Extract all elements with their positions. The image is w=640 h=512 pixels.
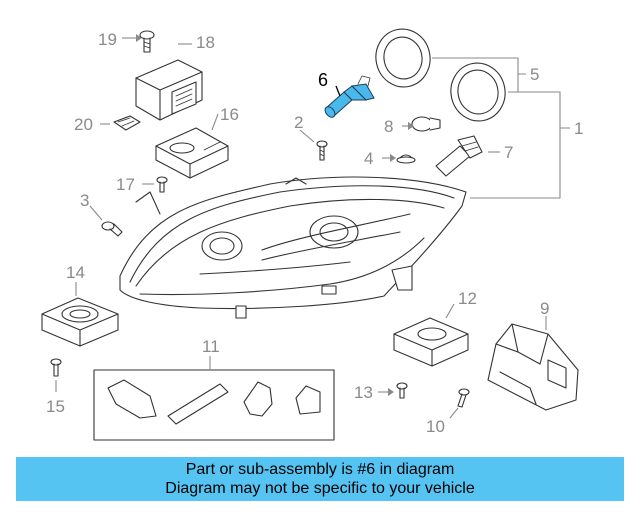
headlamp-assembly bbox=[119, 176, 467, 319]
part-14-control-unit bbox=[41, 297, 119, 347]
part-17-screw bbox=[156, 176, 168, 193]
part-3-screw bbox=[101, 221, 123, 237]
part-19-screw bbox=[139, 30, 155, 53]
leader-2 bbox=[299, 129, 315, 143]
part-11-brackets bbox=[107, 379, 321, 425]
leader-5 bbox=[432, 57, 526, 93]
callout-3: 3 bbox=[80, 191, 89, 210]
part-6-halogen-bulb bbox=[324, 75, 375, 118]
callout-7: 7 bbox=[504, 143, 513, 162]
callout-13: 13 bbox=[354, 383, 373, 402]
part-7-bulb-socket bbox=[435, 135, 483, 177]
callout-6: 6 bbox=[318, 70, 328, 90]
leader-16 bbox=[211, 113, 219, 131]
part-12-module bbox=[393, 317, 469, 367]
callout-2: 2 bbox=[294, 113, 303, 132]
callout-17: 17 bbox=[116, 175, 135, 194]
callout-20: 20 bbox=[74, 115, 93, 134]
callout-12: 12 bbox=[458, 289, 477, 308]
leader-6 bbox=[335, 85, 341, 97]
part-10-screw bbox=[457, 388, 470, 408]
callout-19: 19 bbox=[98, 30, 117, 49]
part-2-screw bbox=[316, 140, 328, 161]
callout-10: 10 bbox=[426, 417, 445, 436]
part-20-bracket bbox=[113, 115, 141, 131]
part-16-ballast bbox=[155, 127, 229, 179]
arrow-19 bbox=[136, 34, 142, 42]
callout-1: 1 bbox=[574, 119, 583, 138]
part-4-grommet bbox=[396, 154, 416, 164]
info-banner: Part or sub-assembly is #6 in diagram Di… bbox=[16, 457, 624, 501]
banner-line-1: Part or sub-assembly is #6 in diagram bbox=[185, 461, 455, 478]
leader-3 bbox=[89, 205, 103, 221]
part-11-group-box bbox=[93, 369, 335, 441]
part-15-screw bbox=[50, 358, 62, 377]
part-5-dust-caps bbox=[375, 28, 506, 122]
leader-1 bbox=[470, 91, 570, 199]
callout-18: 18 bbox=[196, 33, 215, 52]
leader-12 bbox=[445, 303, 455, 319]
part-18-control-module bbox=[135, 59, 203, 121]
callout-8: 8 bbox=[384, 117, 393, 136]
arrow-8 bbox=[408, 122, 414, 130]
part-9-mounting-bracket bbox=[487, 323, 579, 411]
callout-9: 9 bbox=[540, 299, 549, 318]
callout-4: 4 bbox=[364, 149, 373, 168]
banner-line-2: Diagram may not be specific to your vehi… bbox=[165, 480, 475, 497]
callout-16: 16 bbox=[220, 105, 239, 124]
part-13-screw bbox=[396, 382, 408, 399]
headlamp-exploded-diagram: 19 18 20 16 17 3 2 bbox=[41, 28, 583, 441]
callout-15: 15 bbox=[46, 397, 65, 416]
callout-11: 11 bbox=[202, 337, 220, 356]
arrow-4 bbox=[390, 154, 396, 162]
part-8-side-bulb bbox=[411, 116, 441, 132]
callout-14: 14 bbox=[66, 263, 85, 282]
callout-5: 5 bbox=[530, 65, 539, 84]
leader-10 bbox=[449, 407, 459, 419]
arrow-13 bbox=[388, 388, 394, 396]
